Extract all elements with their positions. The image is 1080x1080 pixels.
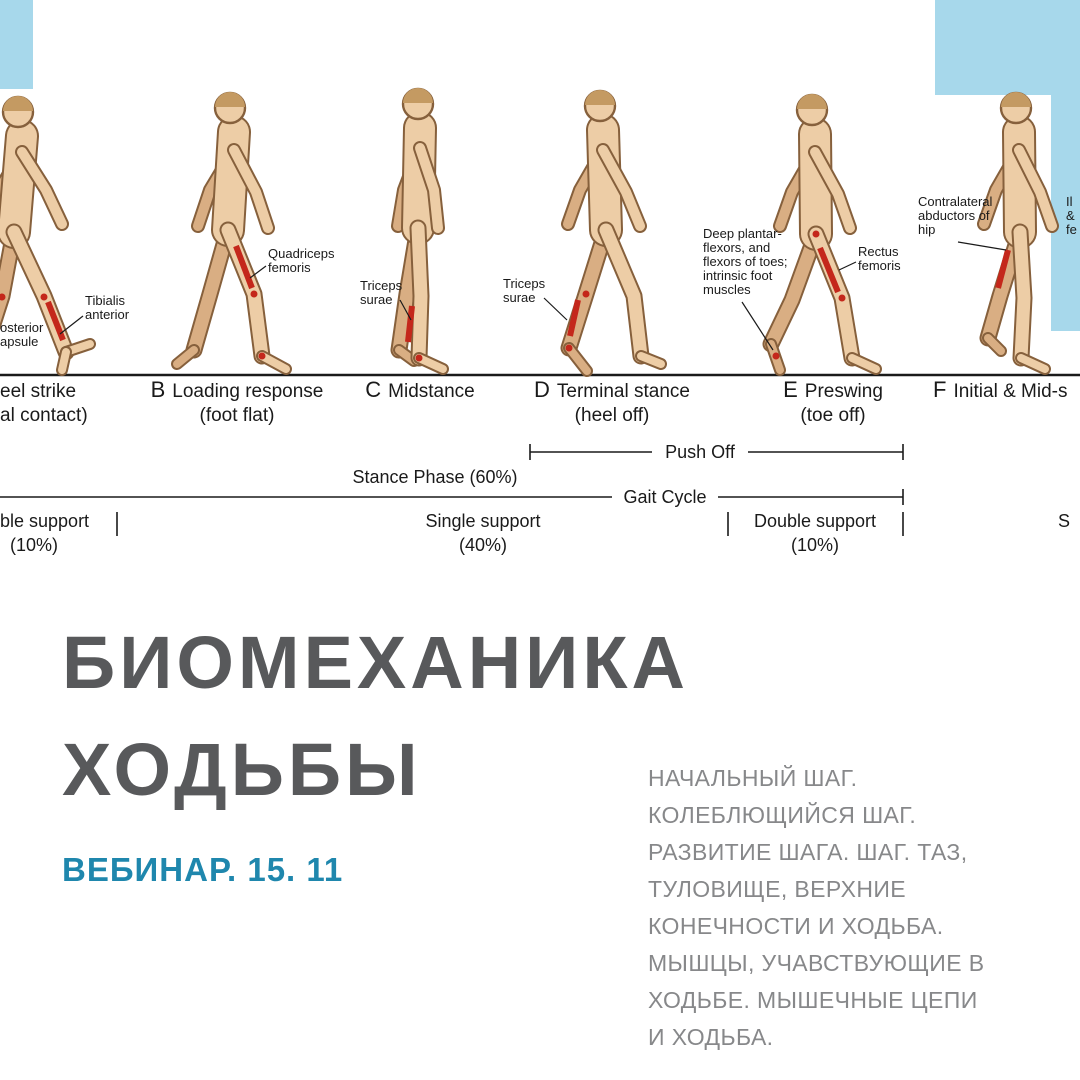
page-title-line2: ХОДЬБЫ (62, 728, 422, 811)
figure-hair (585, 90, 615, 105)
walking-figure (560, 89, 667, 377)
svg-text:fe: fe (1066, 222, 1077, 237)
svg-text:(heel off): (heel off) (575, 405, 650, 426)
svg-text:&: & (1066, 208, 1075, 223)
support-label: ble support (10%) (0, 511, 89, 555)
svg-text:Gait Cycle: Gait Cycle (623, 487, 706, 507)
svg-text:abductors of: abductors of (918, 208, 990, 223)
svg-text:Il: Il (1066, 194, 1073, 209)
figure-hair (1001, 92, 1031, 107)
support-label: Single support (40%) (425, 511, 540, 555)
svg-text:(toe off): (toe off) (800, 405, 865, 426)
svg-text:al contact): al contact) (0, 405, 88, 426)
svg-text:flexors of toes;: flexors of toes; (703, 254, 788, 269)
svg-text:Push Off: Push Off (665, 442, 736, 462)
svg-text:(10%): (10%) (791, 535, 839, 555)
svg-text:Rectus: Rectus (858, 244, 899, 259)
svg-text:(40%): (40%) (459, 535, 507, 555)
phase-label: eel strike al contact) (0, 381, 88, 426)
walking-figure (390, 87, 449, 375)
svg-text:anterior: anterior (85, 307, 130, 322)
figure-hair (403, 88, 433, 103)
svg-text:flexors, and: flexors, and (703, 240, 770, 255)
svg-text:S: S (1058, 511, 1070, 531)
support-label: S (1058, 511, 1070, 531)
figure-hair (215, 92, 245, 107)
figure-hair (797, 94, 827, 109)
topics-description-text: НАЧАЛЬНЫЙ ШАГ. КОЛЕБЛЮЩИЙСЯ ШАГ. РАЗВИТИ… (648, 765, 985, 1050)
svg-text:Contralateral: Contralateral (918, 194, 993, 209)
svg-text:Tibialis: Tibialis (85, 293, 125, 308)
decor-rect-top-right (935, 0, 1080, 95)
svg-text:intrinsic foot: intrinsic foot (703, 268, 773, 283)
svg-text:Stance Phase (60%): Stance Phase (60%) (352, 467, 517, 487)
svg-text:surae: surae (503, 290, 536, 305)
support-label: Double support (10%) (754, 511, 876, 555)
svg-text:(10%): (10%) (10, 535, 58, 555)
svg-text:Triceps: Triceps (503, 276, 546, 291)
muscle-label: Il&fe (1066, 194, 1077, 237)
svg-text:femoris: femoris (858, 258, 901, 273)
push-off-bracket: Push Off (529, 442, 904, 462)
svg-text:osterior: osterior (0, 320, 44, 335)
walking-figure (762, 93, 882, 376)
svg-text:Single support: Single support (425, 511, 540, 531)
page-title-line1: БИОМЕХАНИКА (62, 621, 689, 704)
svg-text:Quadriceps: Quadriceps (268, 246, 335, 261)
svg-text:hip: hip (918, 222, 935, 237)
svg-text:Double support: Double support (754, 511, 876, 531)
svg-text:ble support: ble support (0, 511, 89, 531)
support-intervals (116, 512, 904, 536)
walking-figure (977, 91, 1059, 375)
svg-text:apsule: apsule (0, 334, 38, 349)
svg-text:eel strike: eel strike (0, 381, 76, 402)
walking-figure (0, 95, 96, 376)
decor-rect-right-edge (1051, 95, 1080, 331)
title-block: БИОМЕХАНИКА ХОДЬБЫ ВЕБИНАР. 15. 11 (62, 626, 689, 889)
walking-figure (171, 91, 292, 375)
svg-text:muscles: muscles (703, 282, 751, 297)
svg-text:femoris: femoris (268, 260, 311, 275)
svg-text:(foot flat): (foot flat) (200, 405, 275, 426)
svg-text:Triceps: Triceps (360, 278, 403, 293)
gait-cycle-bracket: Stance Phase (60%) Gait Cycle (0, 467, 904, 507)
figure-hair (3, 96, 33, 111)
decor-rect-top-left (0, 0, 33, 89)
svg-text:surae: surae (360, 292, 393, 307)
svg-text:Deep plantar-: Deep plantar- (703, 226, 782, 241)
webinar-date-subtitle: ВЕБИНАР. 15. 11 (62, 851, 344, 888)
